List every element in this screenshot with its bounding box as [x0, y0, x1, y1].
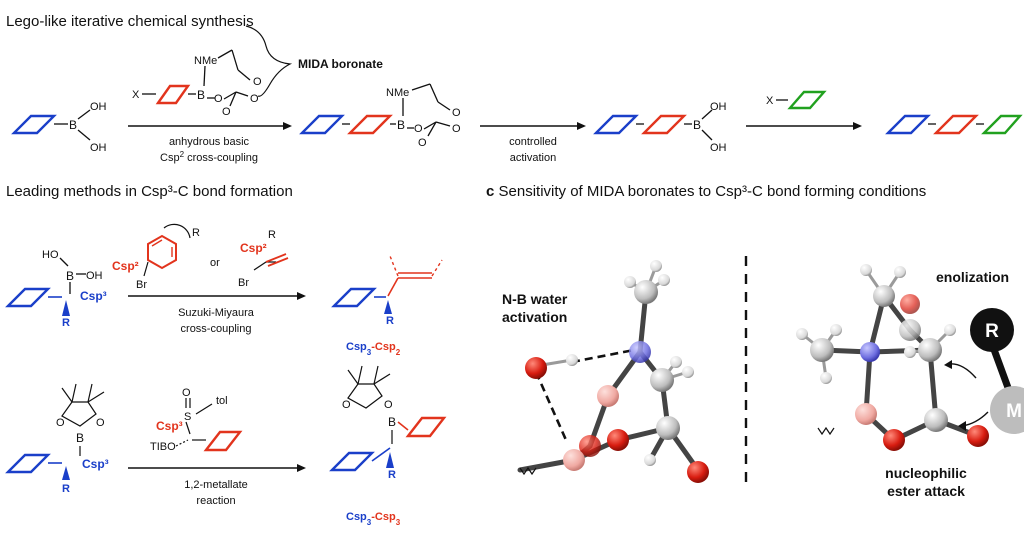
m-ball: [990, 386, 1024, 434]
or-label: or: [210, 257, 220, 269]
red-block: [155, 84, 191, 105]
metallate-line2: reaction: [196, 495, 235, 507]
atom-nme: NMe: [386, 87, 409, 99]
enolization-label: enolization: [936, 269, 1009, 285]
atom-o: O: [214, 93, 223, 105]
atom-s: S: [184, 411, 191, 423]
product1-label: Csp3-Csp2: [346, 341, 401, 357]
molecule-model-left: [517, 260, 709, 483]
atom-o: O: [222, 106, 231, 118]
atom-r: R: [192, 227, 200, 239]
atom-o: O: [452, 123, 461, 135]
atom-o: O: [250, 93, 259, 105]
step2-line2: activation: [510, 152, 556, 164]
product2-label: Csp3-Csp3: [346, 511, 401, 527]
atom-b: B: [76, 431, 84, 445]
atom-oh: OH: [710, 101, 727, 113]
section-b-title: Leading methods in Csp³-C bond formation: [6, 183, 293, 200]
boronic-acid-intermediate: B OH OH: [593, 101, 727, 154]
green-block: [787, 90, 827, 110]
boronic-acid-reactant: B OH OH: [11, 101, 107, 154]
blue-block: [11, 114, 57, 135]
csp3-label: Csp³: [80, 289, 107, 303]
atom-x: X: [132, 89, 140, 101]
aryl-bromide: R Csp² Br: [112, 223, 200, 291]
atom-b: B: [693, 118, 701, 132]
atom-b: B: [197, 88, 205, 102]
atom-o: O: [384, 399, 393, 411]
atom-o: O: [56, 417, 65, 429]
tol-label: tol: [216, 395, 228, 407]
atom-b: B: [397, 118, 405, 132]
atom-r: R: [62, 483, 70, 495]
tibo-label: TIBO: [150, 441, 176, 453]
mida-product: B NMe O O O O: [299, 83, 461, 149]
atom-br: Br: [238, 277, 249, 289]
atom-o: O: [414, 123, 423, 135]
atom-r: R: [62, 317, 70, 329]
atom-o: O: [182, 387, 191, 399]
csp3-label: Csp³: [156, 419, 183, 433]
section-a-title: Lego-like iterative chemical synthesis: [6, 13, 254, 30]
atom-r: R: [386, 315, 394, 327]
r-ball-label: R: [985, 321, 999, 342]
pinacol-boronate-substrate: O O B Csp³ R: [5, 383, 109, 495]
atom-br: Br: [136, 279, 147, 291]
suzuki-product: R Csp3-Csp2: [331, 255, 443, 357]
metallate-line1: 1,2-metallate: [184, 479, 248, 491]
atom-oh: OH: [86, 270, 103, 282]
sulfoxide-reagent: O S tol Csp³ TIBO: [150, 387, 243, 453]
suzuki-substrate: HO B OH Csp³ R: [5, 249, 107, 329]
final-product: [885, 114, 1023, 135]
molecule-model-right: [796, 264, 989, 451]
left-label-line1: N-B water: [502, 291, 568, 307]
atom-nme: NMe: [194, 55, 217, 67]
vinyl-bromide: Csp² R Br: [238, 229, 289, 289]
atom-o: O: [418, 137, 427, 149]
metallate-product: O O B R Csp3-Csp3: [329, 365, 447, 527]
atom-r: R: [388, 469, 396, 481]
step2-line1: controlled: [509, 136, 557, 148]
step1-line2: Csp2 cross-coupling: [160, 150, 258, 165]
section-c-title: c Sensitivity of MIDA boronates to Csp³-…: [486, 183, 926, 200]
mida-brace: [245, 25, 293, 97]
right-bottom-line2: ester attack: [887, 483, 965, 499]
step1-line1: anhydrous basic: [169, 136, 250, 148]
atom-o: O: [253, 76, 262, 88]
atom-b: B: [66, 269, 74, 283]
atom-oh: OH: [90, 142, 107, 154]
mida-reagent: X B NMe O O O O MIDA boronate: [132, 25, 383, 118]
csp2-label: Csp²: [112, 259, 139, 273]
csp3-label: Csp³: [82, 457, 109, 471]
r-ball: [970, 308, 1014, 352]
atom-b: B: [69, 118, 77, 132]
atom-o: O: [452, 107, 461, 119]
right-bottom-line1: nucleophilic: [885, 465, 967, 481]
atom-o: O: [342, 399, 351, 411]
atom-ho: HO: [42, 249, 59, 261]
reagent-rm: R M: [944, 308, 1024, 434]
atom-r: R: [268, 229, 276, 241]
atom-oh: OH: [710, 142, 727, 154]
atom-o: O: [96, 417, 105, 429]
suzuki-line2: cross-coupling: [181, 323, 252, 335]
atom-x: X: [766, 95, 774, 107]
atom-oh: OH: [90, 101, 107, 113]
left-label-line2: activation: [502, 309, 567, 325]
atom-b: B: [388, 415, 396, 429]
mida-label: MIDA boronate: [298, 57, 383, 71]
suzuki-line1: Suzuki-Miyaura: [178, 307, 255, 319]
csp2-label: Csp²: [240, 241, 267, 255]
m-ball-label: M: [1006, 401, 1022, 422]
